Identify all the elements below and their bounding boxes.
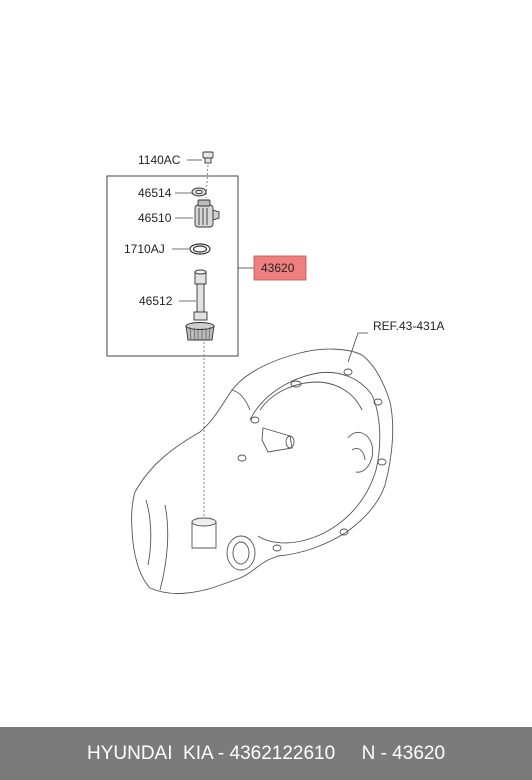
o-ring-bottom-part — [189, 243, 211, 255]
reference-label: REF.43-431A — [373, 319, 444, 333]
o-ring-bottom-label: 1710AJ — [124, 242, 165, 256]
assembly-frame — [106, 175, 239, 357]
part-number-text: HYUNDAI KIA - 4362122610 N - 43620 — [86, 742, 446, 764]
footer-bar: HYUNDAI KIA - 4362122610 N - 43620 — [0, 727, 532, 780]
bolt-label: 1140AC — [138, 153, 181, 167]
sleeve-part — [194, 199, 220, 228]
parts-diagram: 1140AC 46514 46510 1710AJ 46512 43620 RE… — [106, 151, 444, 594]
transaxle-housing — [131, 348, 394, 594]
bolt-part — [202, 151, 214, 164]
driven-gear-part — [185, 269, 215, 341]
leader-lines — [172, 159, 368, 363]
sleeve-label: 46510 — [138, 211, 172, 225]
driven-gear-label: 46512 — [139, 294, 173, 308]
axis-line — [203, 164, 209, 525]
o-ring-top-part — [191, 187, 207, 197]
assembly-highlight — [253, 255, 307, 281]
assembly-label[interactable]: 43620 — [261, 261, 295, 275]
o-ring-top-label: 46514 — [138, 186, 172, 200]
